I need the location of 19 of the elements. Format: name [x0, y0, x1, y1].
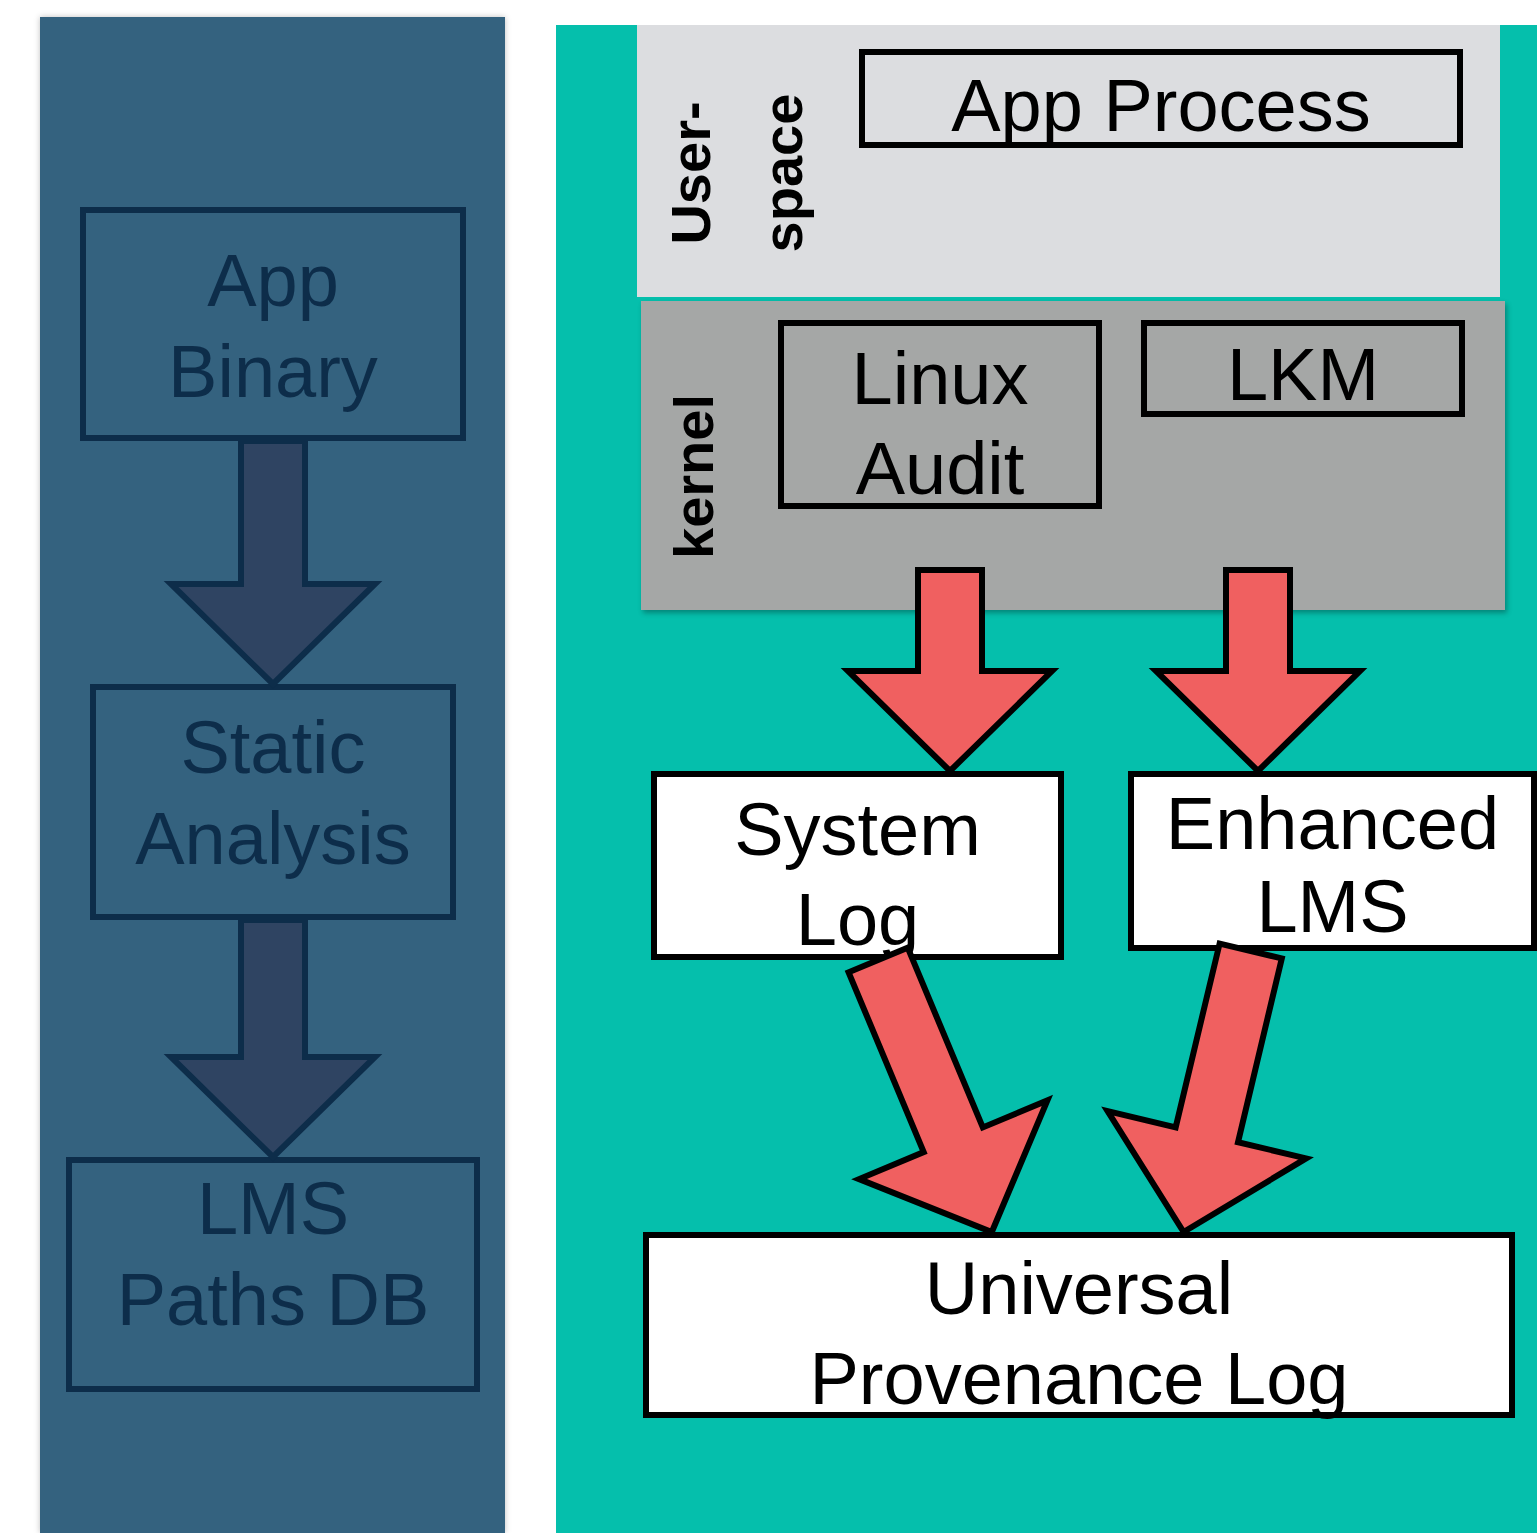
box-label: LKM [1225, 332, 1381, 418]
process-box [643, 1232, 1515, 1418]
process-box [80, 207, 466, 441]
box-label: App Process [950, 63, 1372, 149]
layer-band [637, 25, 1500, 297]
band-label: User- space [658, 92, 816, 255]
band-label: kernel [661, 393, 726, 559]
process-box [90, 684, 456, 920]
box-label: Linux Audit [850, 336, 1030, 513]
layer-band [641, 301, 1505, 610]
process-box [1141, 320, 1465, 417]
process-box [1128, 771, 1537, 951]
process-box [778, 320, 1102, 509]
process-box [651, 771, 1064, 960]
process-box [66, 1157, 480, 1392]
box-label: Enhanced LMS [1164, 783, 1501, 949]
panel-background [556, 25, 1537, 1533]
process-box [859, 49, 1463, 148]
panel-background [40, 17, 505, 1533]
